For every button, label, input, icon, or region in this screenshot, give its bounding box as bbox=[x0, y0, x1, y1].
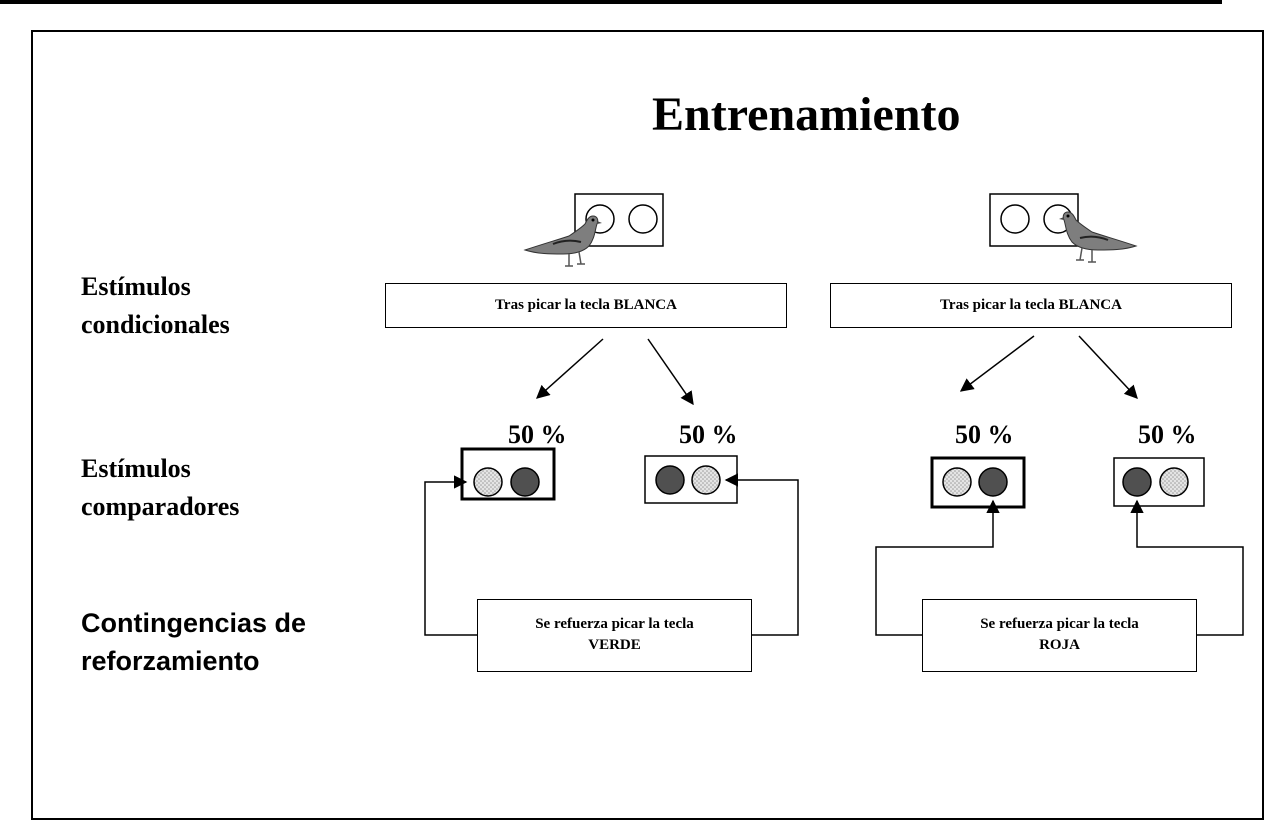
dark-key-icon bbox=[655, 465, 685, 495]
light-key-icon bbox=[1159, 467, 1189, 497]
connector-arrow bbox=[875, 499, 1000, 636]
reinforcement-box-right: Se refuerza picar la tecla ROJA bbox=[922, 599, 1197, 672]
key-panel-comparison-1 bbox=[460, 447, 556, 501]
row-label-comparison: Estímulos comparadores bbox=[81, 450, 239, 526]
connector-arrow bbox=[424, 475, 477, 636]
key-panel-sample-right bbox=[989, 193, 1079, 247]
row-label-comparison-line1: Estímulos bbox=[81, 454, 191, 483]
row-label-conditional: Estímulos condicionales bbox=[81, 268, 230, 344]
row-label-comparison-line2: comparadores bbox=[81, 492, 240, 521]
dark-key-icon bbox=[978, 467, 1008, 497]
key-panel-comparison-2 bbox=[644, 455, 738, 504]
diagram-graphics bbox=[424, 193, 1244, 636]
sample-box-left: Tras picar la tecla BLANCA bbox=[385, 283, 787, 328]
arrow bbox=[647, 338, 694, 406]
reinforcement-box-right-line2: ROJA bbox=[1039, 637, 1080, 653]
page-title: Entrenamiento bbox=[652, 88, 961, 141]
top-rule bbox=[0, 0, 1222, 4]
reinforcement-box-left-line2: VERDE bbox=[588, 637, 641, 653]
pigeon-icon bbox=[1059, 211, 1138, 263]
arrow bbox=[959, 335, 1035, 392]
percentage-label: 50 % bbox=[1138, 420, 1197, 449]
row-label-contingencies: Contingencias de reforzamiento bbox=[81, 604, 306, 680]
light-key-icon bbox=[691, 465, 721, 495]
row-label-conditional-line1: Estímulos bbox=[81, 272, 191, 301]
connector-arrow bbox=[1130, 499, 1244, 636]
key-panel-comparison-4 bbox=[1113, 457, 1205, 507]
dark-key-icon bbox=[510, 467, 540, 497]
arrow bbox=[535, 338, 604, 399]
sample-box-right: Tras picar la tecla BLANCA bbox=[830, 283, 1232, 328]
percentage-label: 50 % bbox=[955, 420, 1014, 449]
reinforcement-box-right-line1: Se refuerza picar la tecla bbox=[980, 616, 1139, 632]
percentage-label: 50 % bbox=[508, 420, 567, 449]
light-key-icon bbox=[473, 467, 503, 497]
light-key-icon bbox=[942, 467, 972, 497]
connector-arrow bbox=[724, 473, 799, 636]
reinforcement-box-left-line1: Se refuerza picar la tecla bbox=[535, 616, 694, 632]
key-panel-comparison-3 bbox=[930, 456, 1026, 509]
white-key-icon bbox=[628, 204, 658, 234]
row-label-contingencies-line1: Contingencias de bbox=[81, 608, 307, 638]
row-label-conditional-line2: condicionales bbox=[81, 310, 230, 339]
row-label-contingencies-line2: reforzamiento bbox=[81, 646, 260, 676]
reinforcement-box-left: Se refuerza picar la tecla VERDE bbox=[477, 599, 752, 672]
arrow bbox=[1078, 335, 1138, 399]
white-key-icon bbox=[1000, 204, 1030, 234]
pigeon-icon bbox=[523, 215, 602, 267]
dark-key-icon bbox=[1122, 467, 1152, 497]
percentage-label: 50 % bbox=[679, 420, 738, 449]
